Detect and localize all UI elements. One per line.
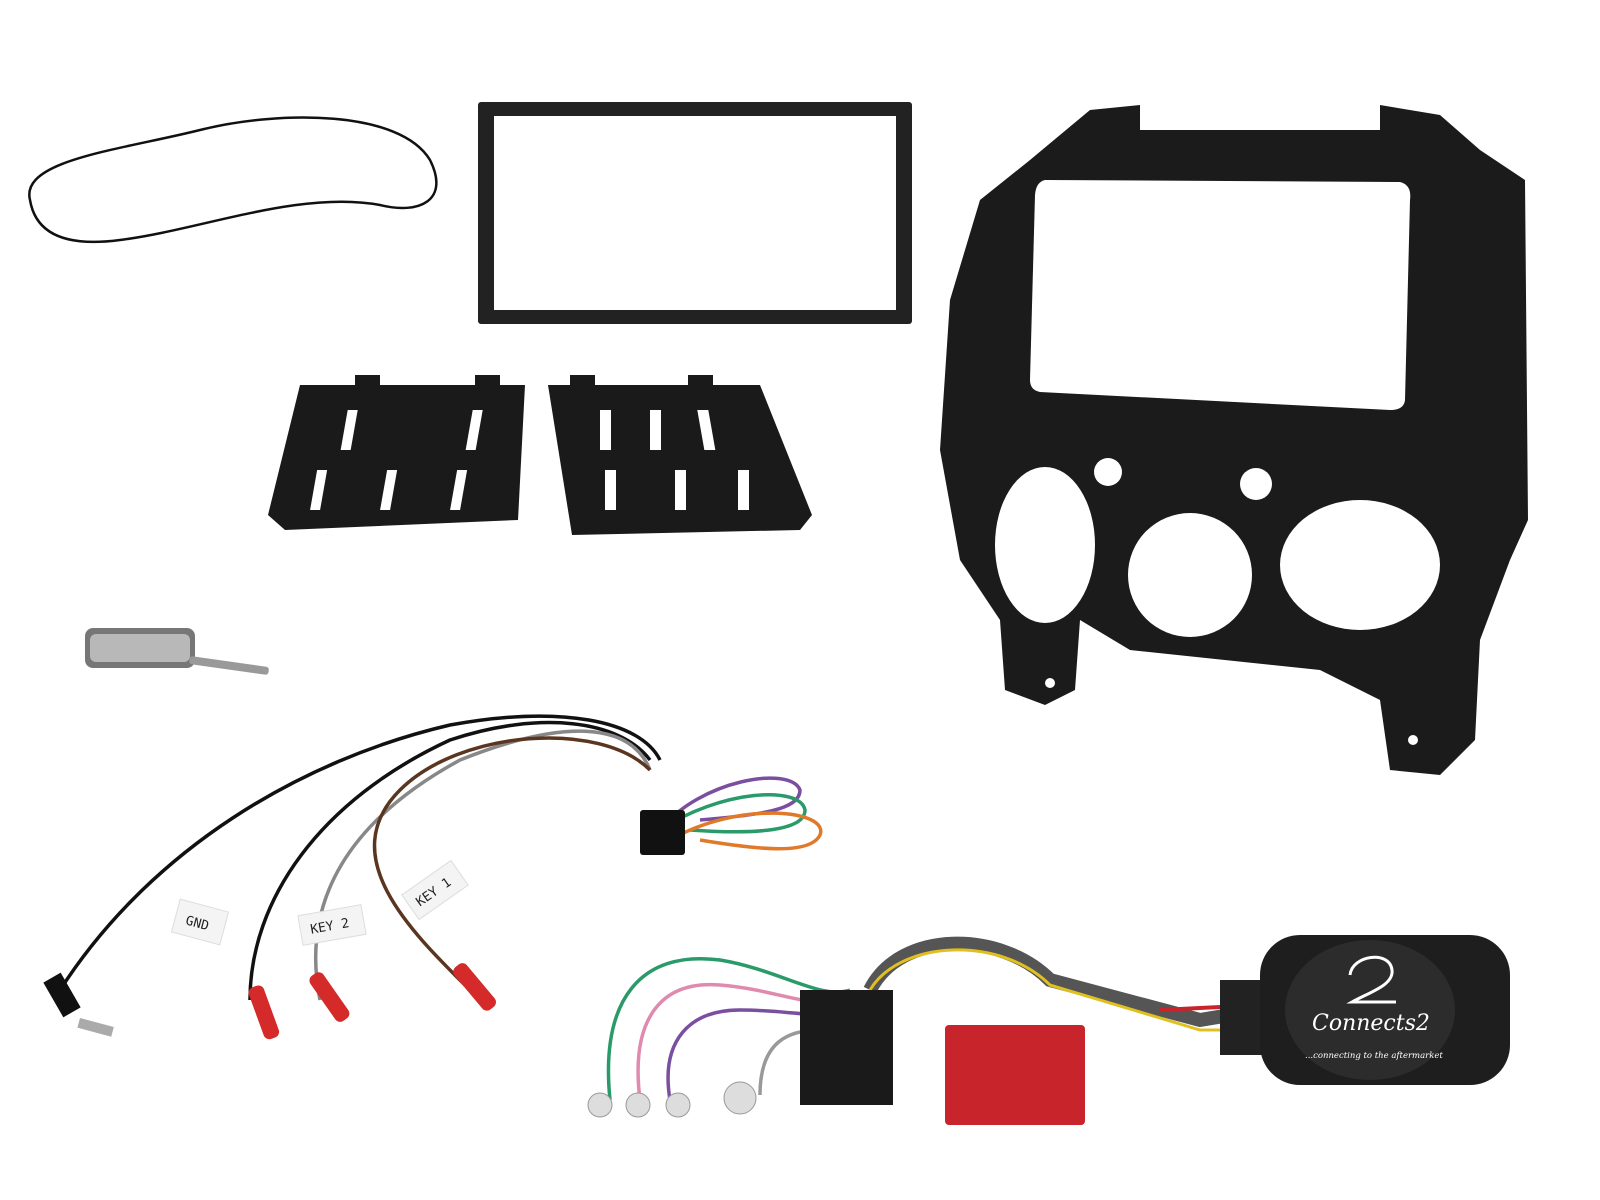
steering-interface-box: Connects2 ...connecting to the aftermark… xyxy=(1220,935,1510,1085)
iso-connector-power xyxy=(800,990,848,1105)
brand-tagline: ...connecting to the aftermarket xyxy=(1305,1051,1443,1061)
dash-fascia xyxy=(940,105,1528,775)
steering-patch-lead xyxy=(58,714,823,1002)
double-din-frame xyxy=(478,102,912,324)
iso-connector-speaker xyxy=(845,990,893,1105)
mounting-bracket-right xyxy=(548,375,812,535)
antenna-adapter xyxy=(85,628,269,675)
cable-tie xyxy=(28,116,438,244)
wire-tag-key2: KEY 2 xyxy=(297,904,367,946)
wire-tag-key1: KEY 1 xyxy=(401,859,469,921)
wire-tag-gnd: GND xyxy=(170,898,230,946)
brand-logo: Connects2 xyxy=(1312,1011,1430,1036)
vehicle-connector xyxy=(945,1025,1085,1125)
bullet-connectors xyxy=(248,963,496,1040)
steering-connector xyxy=(640,810,685,855)
key2-label: KEY 2 xyxy=(309,916,350,938)
mounting-bracket-left xyxy=(265,375,525,530)
logo-2-mark xyxy=(1346,955,1396,1004)
jack-plug xyxy=(43,972,114,1037)
gnd-label: GND xyxy=(184,914,211,935)
iso-harness xyxy=(587,936,1262,1125)
